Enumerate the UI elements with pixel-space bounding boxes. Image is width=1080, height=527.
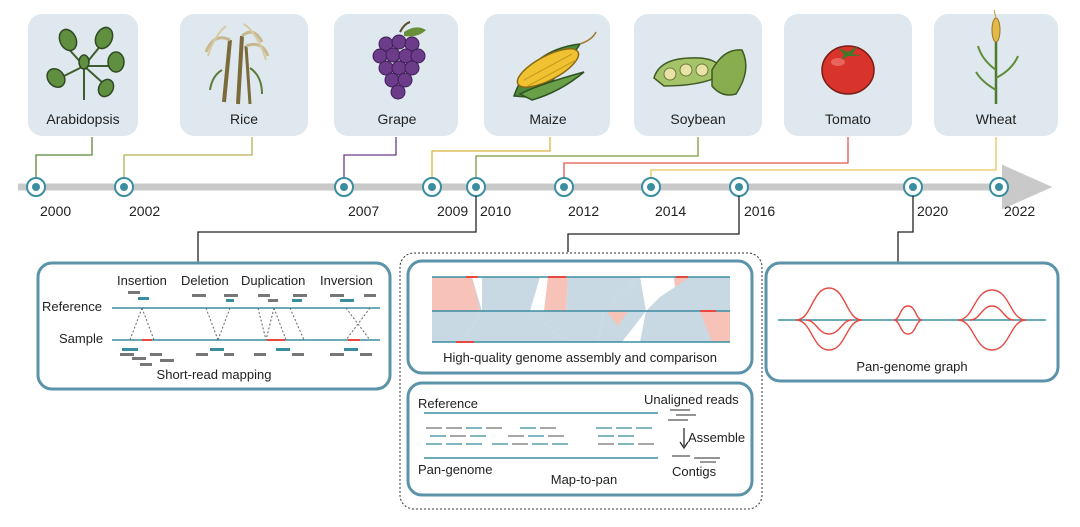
timeline-node-2007 (334, 177, 354, 197)
crop-label: Rice (230, 111, 258, 127)
panel-map-to-pan: Reference Pan-genome Map-to-pan Unaligne… (406, 381, 754, 497)
pangenome-graph (778, 287, 1046, 351)
year-label: 2022 (1004, 203, 1035, 219)
timeline-node-2020 (903, 177, 923, 197)
wheat-icon (975, 9, 1019, 104)
crop-card-tomato: Tomato (784, 14, 912, 136)
timeline-node-2016 (729, 177, 749, 197)
contigs (672, 455, 720, 463)
maize-icon (512, 31, 597, 101)
crop-label: Tomato (825, 111, 871, 127)
crop-label: Soybean (670, 111, 725, 127)
panel-connectors (197, 196, 914, 263)
timeline-node-2002 (114, 177, 134, 197)
soybean-icon (653, 49, 747, 96)
assembly-group-frame (399, 252, 763, 510)
crop-label: Wheat (976, 111, 1017, 127)
assemble-arrow-icon (679, 428, 689, 450)
timeline-node-2014 (641, 177, 661, 197)
panel-assembly-comparison: High-quality genome assembly and compari… (406, 259, 754, 375)
crop-label: Grape (378, 111, 417, 127)
crop-card-arabidopsis: Arabidopsis (28, 14, 138, 136)
sv-type-insertion: Insertion (117, 273, 167, 288)
crop-cards: Arabidopsis Rice (28, 9, 1058, 136)
timeline: 2000 2002 2007 2009 2010 2012 2014 2016 … (18, 164, 1053, 219)
year-label: 2002 (129, 203, 160, 219)
year-label: 2020 (917, 203, 948, 219)
sv-type-inversion: Inversion (320, 273, 373, 288)
sv-dotted-links (129, 307, 371, 341)
timeline-node-2009 (422, 177, 442, 197)
arabidopsis-icon (46, 26, 125, 100)
unaligned-reads (668, 409, 696, 421)
timeline-node-2012 (554, 177, 574, 197)
panel-short-read-mapping: Insertion Deletion Duplication Inversion… (36, 261, 392, 391)
panel-pangenome-graph: Pan-genome graph (764, 261, 1060, 383)
year-label: 2009 (437, 203, 468, 219)
reads-sample (120, 348, 372, 366)
year-label: 2016 (744, 203, 775, 219)
year-label: 2014 (655, 203, 686, 219)
crop-card-wheat: Wheat (934, 9, 1058, 136)
rice-icon (204, 23, 270, 105)
sample-label: Sample (59, 331, 103, 346)
crop-card-soybean: Soybean (634, 14, 762, 136)
year-label: 2007 (348, 203, 379, 219)
crop-card-maize: Maize (484, 14, 610, 136)
contigs-label: Contigs (672, 464, 717, 479)
crop-card-grape: Grape (334, 14, 458, 136)
tomato-icon (821, 45, 875, 95)
timeline-node-2010 (466, 177, 486, 197)
year-label: 2000 (40, 203, 71, 219)
panel-title: Short-read mapping (157, 367, 272, 382)
crop-connectors (35, 137, 997, 178)
assemble-label: Assemble (688, 430, 745, 445)
timeline-node-2022 (989, 177, 1009, 197)
grape-icon (372, 21, 426, 100)
unaligned-reads-label: Unaligned reads (644, 392, 739, 407)
year-label: 2010 (480, 203, 511, 219)
panel-title: Pan-genome graph (856, 359, 967, 374)
synteny-blocks (432, 277, 730, 342)
sv-type-deletion: Deletion (181, 273, 229, 288)
reference-label: Reference (418, 396, 478, 411)
pangenome-label: Pan-genome (418, 462, 492, 477)
reference-label: Reference (42, 299, 102, 314)
year-label: 2012 (568, 203, 599, 219)
crop-card-rice: Rice (180, 14, 308, 136)
crop-label: Arabidopsis (46, 111, 119, 127)
timeline-node-2000 (26, 177, 46, 197)
mapped-reads (426, 427, 654, 445)
sv-type-duplication: Duplication (241, 273, 305, 288)
panel-title: Map-to-pan (551, 472, 617, 487)
crop-label: Maize (529, 111, 567, 127)
reads-reference (128, 291, 376, 302)
panel-title: High-quality genome assembly and compari… (443, 350, 717, 365)
